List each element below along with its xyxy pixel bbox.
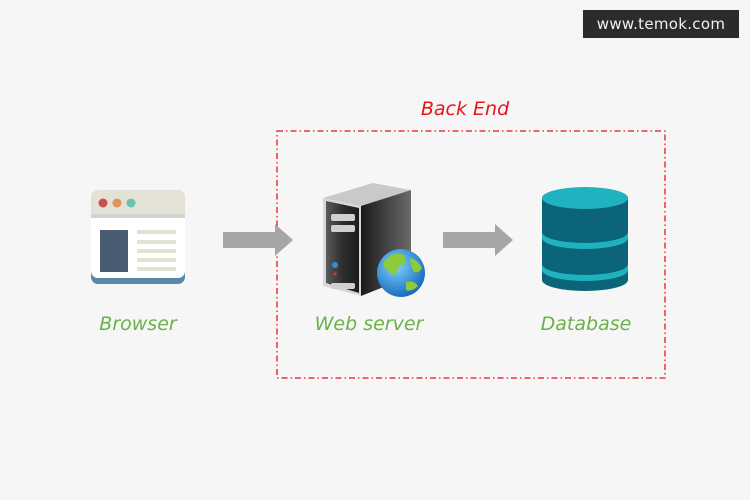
arrow-right-icon	[223, 224, 293, 256]
backend-group-label: Back End	[420, 98, 510, 120]
watermark-badge: www.temok.com	[583, 10, 739, 38]
node-label-database: Database	[540, 313, 632, 335]
node-label-web-server: Web server	[314, 313, 424, 335]
server-globe-icon	[323, 183, 425, 297]
node-label-browser: Browser	[99, 313, 177, 335]
window-close-dot	[98, 198, 108, 208]
window-maximize-dot	[126, 198, 136, 208]
window-minimize-dot	[112, 198, 122, 208]
arrow-right-icon	[443, 224, 513, 256]
browser-window-icon	[91, 190, 185, 284]
database-cylinder-icon	[542, 187, 628, 291]
